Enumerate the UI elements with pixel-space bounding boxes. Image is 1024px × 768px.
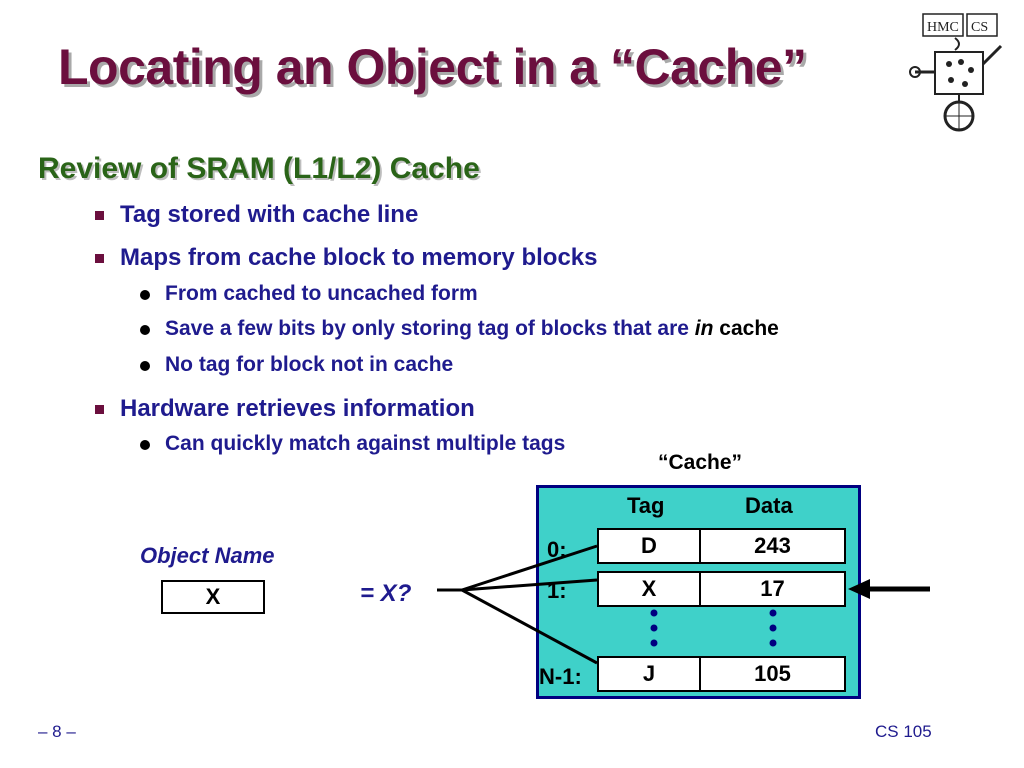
header-tag: Tag (627, 493, 665, 518)
logo-text-cs: CS (971, 20, 988, 35)
data-cell: 17 (699, 571, 846, 607)
pointer-arrow-icon (848, 579, 930, 599)
data-cell: 105 (699, 656, 846, 692)
round-bullet-icon (140, 325, 150, 335)
row-index: 0: (547, 537, 567, 562)
logo-text-hmc: HMC (927, 20, 959, 35)
round-bullet-icon (140, 440, 150, 450)
ellipsis-dots-icon (650, 609, 777, 647)
sub-bullet-text: No tag for block not in cache (165, 353, 454, 376)
square-bullet-icon (95, 405, 104, 414)
comparison-lines (437, 544, 598, 665)
header-data: Data (745, 493, 793, 518)
round-bullet-icon (140, 361, 150, 371)
row-index: N-1: (539, 664, 582, 689)
bullet-text: Hardware retrieves information (120, 395, 475, 422)
save-prefix: Save a few bits by only storing tag of b… (165, 317, 695, 340)
save-suffix: cache (713, 317, 779, 340)
sub-bullet-text: From cached to uncached form (165, 282, 478, 305)
section-heading: Review of SRAM (L1/L2) Cache (38, 152, 480, 185)
slide-title: Locating an Object in a “Cache” (58, 39, 807, 95)
page-number: – 8 – (38, 722, 76, 741)
bullet-text: Maps from cache block to memory blocks (120, 244, 598, 271)
object-name-label: Object Name (140, 543, 275, 568)
bullet-text: Tag stored with cache line (120, 201, 419, 228)
data-cell: 243 (699, 528, 846, 564)
save-emphasis: in (694, 317, 714, 340)
tag-cell: J (597, 656, 701, 692)
square-bullet-icon (95, 211, 104, 220)
object-name-box: X (161, 580, 265, 614)
course-label: CS 105 (875, 722, 932, 741)
round-bullet-icon (140, 290, 150, 300)
hmc-cs-logo: HMC CS (909, 13, 1003, 132)
tag-cell: D (597, 528, 701, 564)
compare-label: = X? (360, 580, 412, 607)
sub-bullet-text: Save a few bits by only storing tag of b… (165, 317, 779, 341)
tag-cell: X (597, 571, 701, 607)
sub-bullet-text: Can quickly match against multiple tags (165, 432, 566, 455)
cache-label: “Cache” (658, 451, 743, 474)
square-bullet-icon (95, 254, 104, 263)
